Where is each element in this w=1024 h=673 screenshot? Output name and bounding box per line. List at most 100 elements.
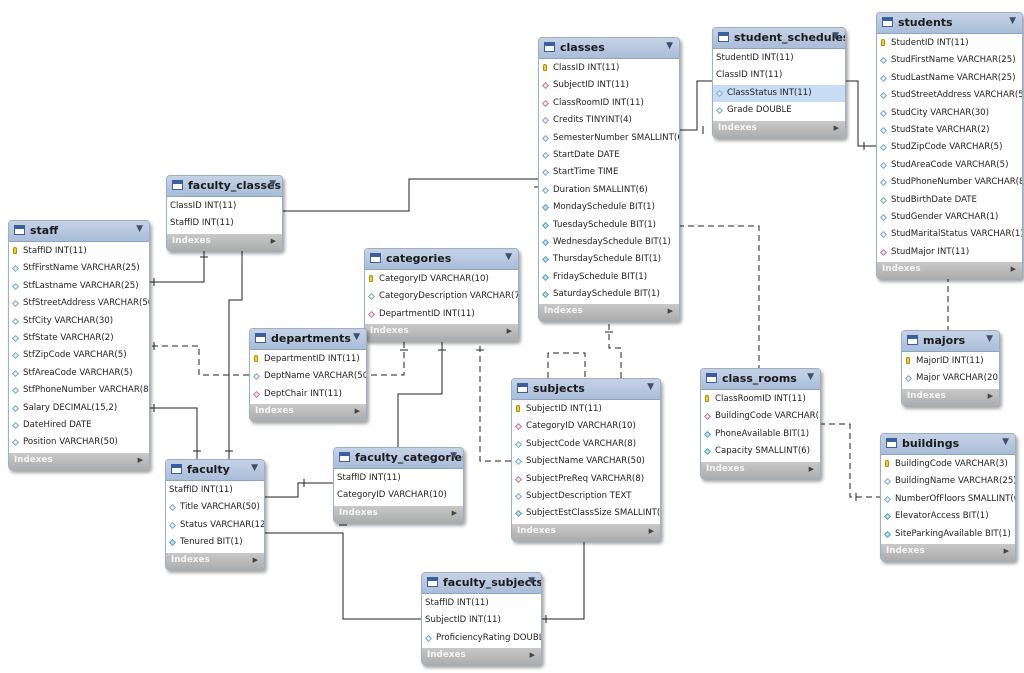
column-row[interactable]: Major VARCHAR(20) (902, 370, 999, 387)
column-row[interactable]: SubjectID INT(11) (422, 612, 541, 629)
column-row[interactable]: NumberOfFloors SMALLINT(6) (881, 491, 1015, 508)
collapse-triangle-icon[interactable]: ▼ (666, 41, 673, 51)
relationship-faculty-classes-to-classes[interactable] (281, 178, 538, 212)
column-row[interactable]: ClassStatus INT(11) (713, 84, 845, 103)
table-header[interactable]: buildings▼ (881, 434, 1015, 455)
column-row[interactable]: SubjectDescription TEXT (512, 488, 660, 505)
relationship-faculty-subjects-to-subjects[interactable] (540, 542, 585, 620)
indexes-section[interactable]: Indexes▶ (250, 404, 366, 421)
table-header[interactable]: majors▼ (902, 331, 999, 352)
column-row[interactable]: StfFirstName VARCHAR(25) (9, 260, 149, 277)
table-majors[interactable]: majors▼MajorID INT(11)Major VARCHAR(20)I… (901, 330, 1000, 406)
column-row[interactable]: StudFirstName VARCHAR(25) (877, 52, 1022, 69)
indexes-section[interactable]: Indexes▶ (539, 304, 679, 321)
table-header[interactable]: students▼ (877, 13, 1022, 34)
column-row[interactable]: StudentID INT(11) (877, 35, 1022, 52)
column-row[interactable]: StudZipCode VARCHAR(5) (877, 139, 1022, 156)
column-row[interactable]: ElevatorAccess BIT(1) (881, 508, 1015, 525)
column-row[interactable]: StfPhoneNumber VARCHAR(8) (9, 382, 149, 399)
expand-triangle-icon[interactable]: ▶ (648, 526, 654, 535)
collapse-triangle-icon[interactable]: ▼ (136, 224, 143, 234)
column-row[interactable]: SubjectName VARCHAR(50) (512, 453, 660, 470)
indexes-section[interactable]: Indexes▶ (422, 648, 541, 665)
column-row[interactable]: Tenured BIT(1) (166, 534, 264, 551)
column-row[interactable]: PhoneAvailable BIT(1) (701, 426, 820, 443)
table-students[interactable]: students▼StudentID INT(11)StudFirstName … (876, 12, 1023, 280)
collapse-triangle-icon[interactable]: ▼ (986, 334, 993, 344)
table-faculty-subjects[interactable]: faculty_subjects▼StaffID INT(11)SubjectI… (421, 572, 542, 666)
column-row[interactable]: SubjectID INT(11) (512, 401, 660, 418)
column-row[interactable]: CategoryDescription VARCHAR(75) (365, 288, 518, 305)
expand-triangle-icon[interactable]: ▶ (451, 508, 457, 517)
column-row[interactable]: BuildingCode VARCHAR(3) (881, 456, 1015, 473)
collapse-triangle-icon[interactable]: ▼ (647, 382, 654, 392)
collapse-triangle-icon[interactable]: ▼ (505, 252, 512, 262)
column-row[interactable]: MondaySchedule BIT(1) (539, 199, 679, 216)
column-row[interactable]: SemesterNumber SMALLINT(6) (539, 130, 679, 147)
column-row[interactable]: ClassRoomID INT(11) (539, 95, 679, 112)
column-row[interactable]: StfStreetAddress VARCHAR(50) (9, 295, 149, 312)
column-row[interactable]: SubjectEstClassSize SMALLINT(6) (512, 505, 660, 522)
column-row[interactable]: StudGender VARCHAR(1) (877, 209, 1022, 226)
column-row[interactable]: MajorID INT(11) (902, 353, 999, 370)
relationship-faculty-categories-to-categories[interactable] (397, 342, 443, 447)
collapse-triangle-icon[interactable]: ▼ (1009, 16, 1016, 26)
column-row[interactable]: Salary DECIMAL(15,2) (9, 400, 149, 417)
expand-triangle-icon[interactable]: ▶ (354, 407, 360, 416)
table-header[interactable]: staff▼ (9, 221, 149, 242)
collapse-triangle-icon[interactable]: ▼ (269, 179, 276, 189)
collapse-triangle-icon[interactable]: ▼ (528, 576, 535, 586)
column-row[interactable]: StudPhoneNumber VARCHAR(8) (877, 174, 1022, 191)
table-header[interactable]: faculty_classes▼ (167, 176, 282, 197)
column-row[interactable]: DeptChair INT(11) (250, 386, 366, 403)
column-row[interactable]: ProficiencyRating DOUBLE (422, 630, 541, 647)
indexes-section[interactable]: Indexes▶ (713, 120, 845, 137)
expand-triangle-icon[interactable]: ▶ (833, 123, 839, 132)
table-header[interactable]: categories▼ (365, 249, 518, 270)
column-row[interactable]: Capacity SMALLINT(6) (701, 443, 820, 460)
table-departments[interactable]: departments▼DepartmentID INT(11)DeptName… (249, 328, 367, 422)
column-row[interactable]: StaffID INT(11) (422, 595, 541, 612)
table-faculty-categories[interactable]: faculty_categories▼StaffID INT(11)Catego… (333, 447, 464, 523)
relationship-faculty-subjects-to-faculty[interactable] (263, 532, 421, 620)
indexes-section[interactable]: Indexes▶ (512, 523, 660, 540)
column-row[interactable]: WednesdaySchedule BIT(1) (539, 234, 679, 251)
collapse-triangle-icon[interactable]: ▼ (807, 372, 814, 382)
column-row[interactable]: Status VARCHAR(12) (166, 517, 264, 534)
column-row[interactable]: TuesdaySchedule BIT(1) (539, 217, 679, 234)
table-header[interactable]: subjects▼ (512, 379, 660, 400)
column-row[interactable]: StudentID INT(11) (713, 50, 845, 67)
table-classes[interactable]: classes▼ClassID INT(11)SubjectID INT(11)… (538, 37, 680, 322)
column-row[interactable]: StaffID INT(11) (167, 215, 282, 232)
table-faculty-classes[interactable]: faculty_classes▼ClassID INT(11)StaffID I… (166, 175, 283, 251)
table-header[interactable]: class_rooms▼ (701, 369, 820, 390)
indexes-section[interactable]: Indexes▶ (902, 388, 999, 405)
relationship-subjects-to-subjects[interactable] (547, 352, 586, 378)
column-row[interactable]: ClassID INT(11) (539, 60, 679, 77)
table-header[interactable]: departments▼ (250, 329, 366, 350)
indexes-section[interactable]: Indexes▶ (701, 461, 820, 478)
column-row[interactable]: SubjectCode VARCHAR(8) (512, 436, 660, 453)
column-row[interactable]: StfCity VARCHAR(30) (9, 313, 149, 330)
column-row[interactable]: BuildingName VARCHAR(25) (881, 473, 1015, 490)
column-row[interactable]: StudState VARCHAR(2) (877, 122, 1022, 139)
expand-triangle-icon[interactable]: ▶ (529, 651, 535, 660)
column-row[interactable]: FridaySchedule BIT(1) (539, 269, 679, 286)
expand-triangle-icon[interactable]: ▶ (252, 555, 258, 564)
column-row[interactable]: DepartmentID INT(11) (365, 306, 518, 323)
indexes-section[interactable]: Indexes▶ (881, 543, 1015, 560)
expand-triangle-icon[interactable]: ▶ (808, 464, 814, 473)
table-buildings[interactable]: buildings▼BuildingCode VARCHAR(3)Buildin… (880, 433, 1016, 561)
relationship-classes-to-subjects[interactable] (608, 324, 622, 378)
column-row[interactable]: StudCity VARCHAR(30) (877, 105, 1022, 122)
expand-triangle-icon[interactable]: ▶ (270, 236, 276, 245)
collapse-triangle-icon[interactable]: ▼ (832, 31, 839, 41)
table-header[interactable]: faculty_categories▼ (334, 448, 463, 469)
table-faculty[interactable]: faculty▼StaffID INT(11)Title VARCHAR(50)… (165, 459, 265, 570)
indexes-section[interactable]: Indexes▶ (334, 505, 463, 522)
relationship-faculty-categories-to-faculty[interactable] (263, 482, 333, 498)
column-row[interactable]: StfLastname VARCHAR(25) (9, 278, 149, 295)
column-row[interactable]: CategoryID VARCHAR(10) (334, 487, 463, 504)
column-row[interactable]: SubjectID INT(11) (539, 77, 679, 94)
column-row[interactable]: SaturdaySchedule BIT(1) (539, 286, 679, 303)
